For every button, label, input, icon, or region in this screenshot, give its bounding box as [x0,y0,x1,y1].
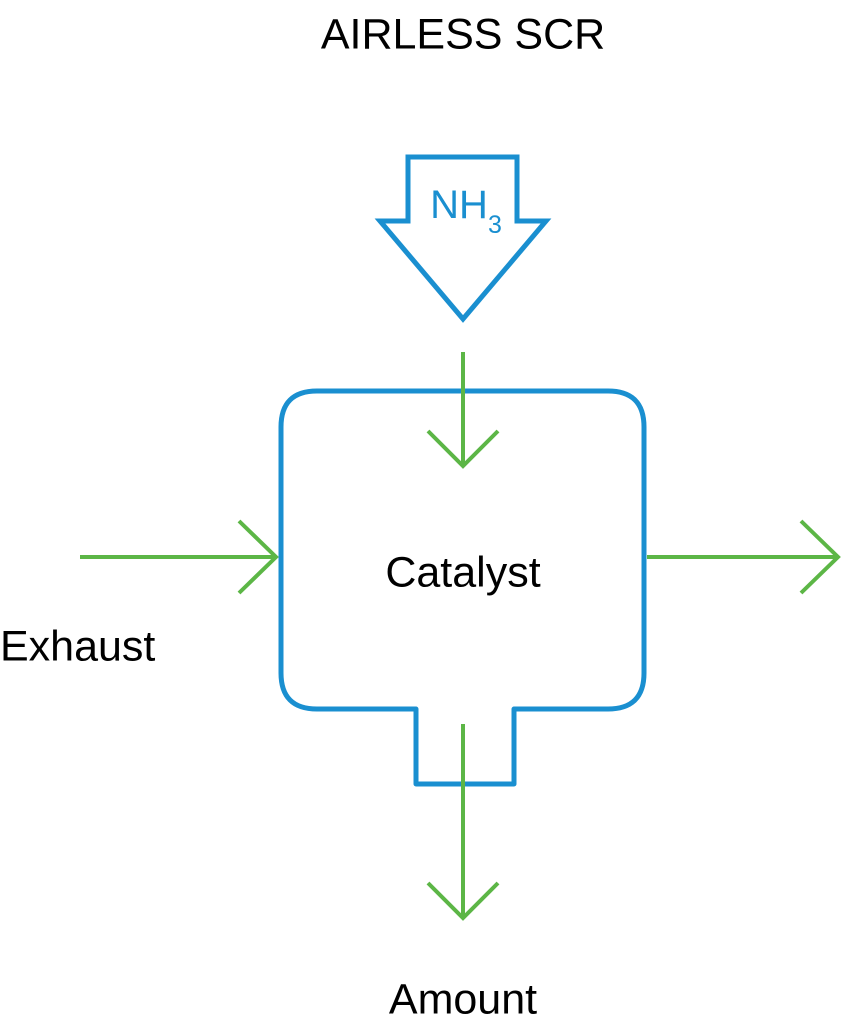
reagent-inlet-arrow [374,154,552,323]
exhaust-label: Exhaust [0,622,155,670]
catalyst-label: Catalyst [385,548,540,596]
reagent-label: NH3 [430,183,502,239]
reagent-label-subscript: 3 [488,211,502,239]
output-arrow-head [799,519,841,595]
exhaust-input-arrow-head [237,519,279,595]
reagent-label-base: NH [430,183,488,227]
catalyst-housing [278,388,647,787]
outlet-arrow-head [426,881,500,921]
amount-label: Amount [389,975,537,1023]
flow-arrows [80,352,841,921]
diagram-title: AIRLESS SCR [321,10,605,58]
reagent-flow-arrow-head [426,429,500,469]
